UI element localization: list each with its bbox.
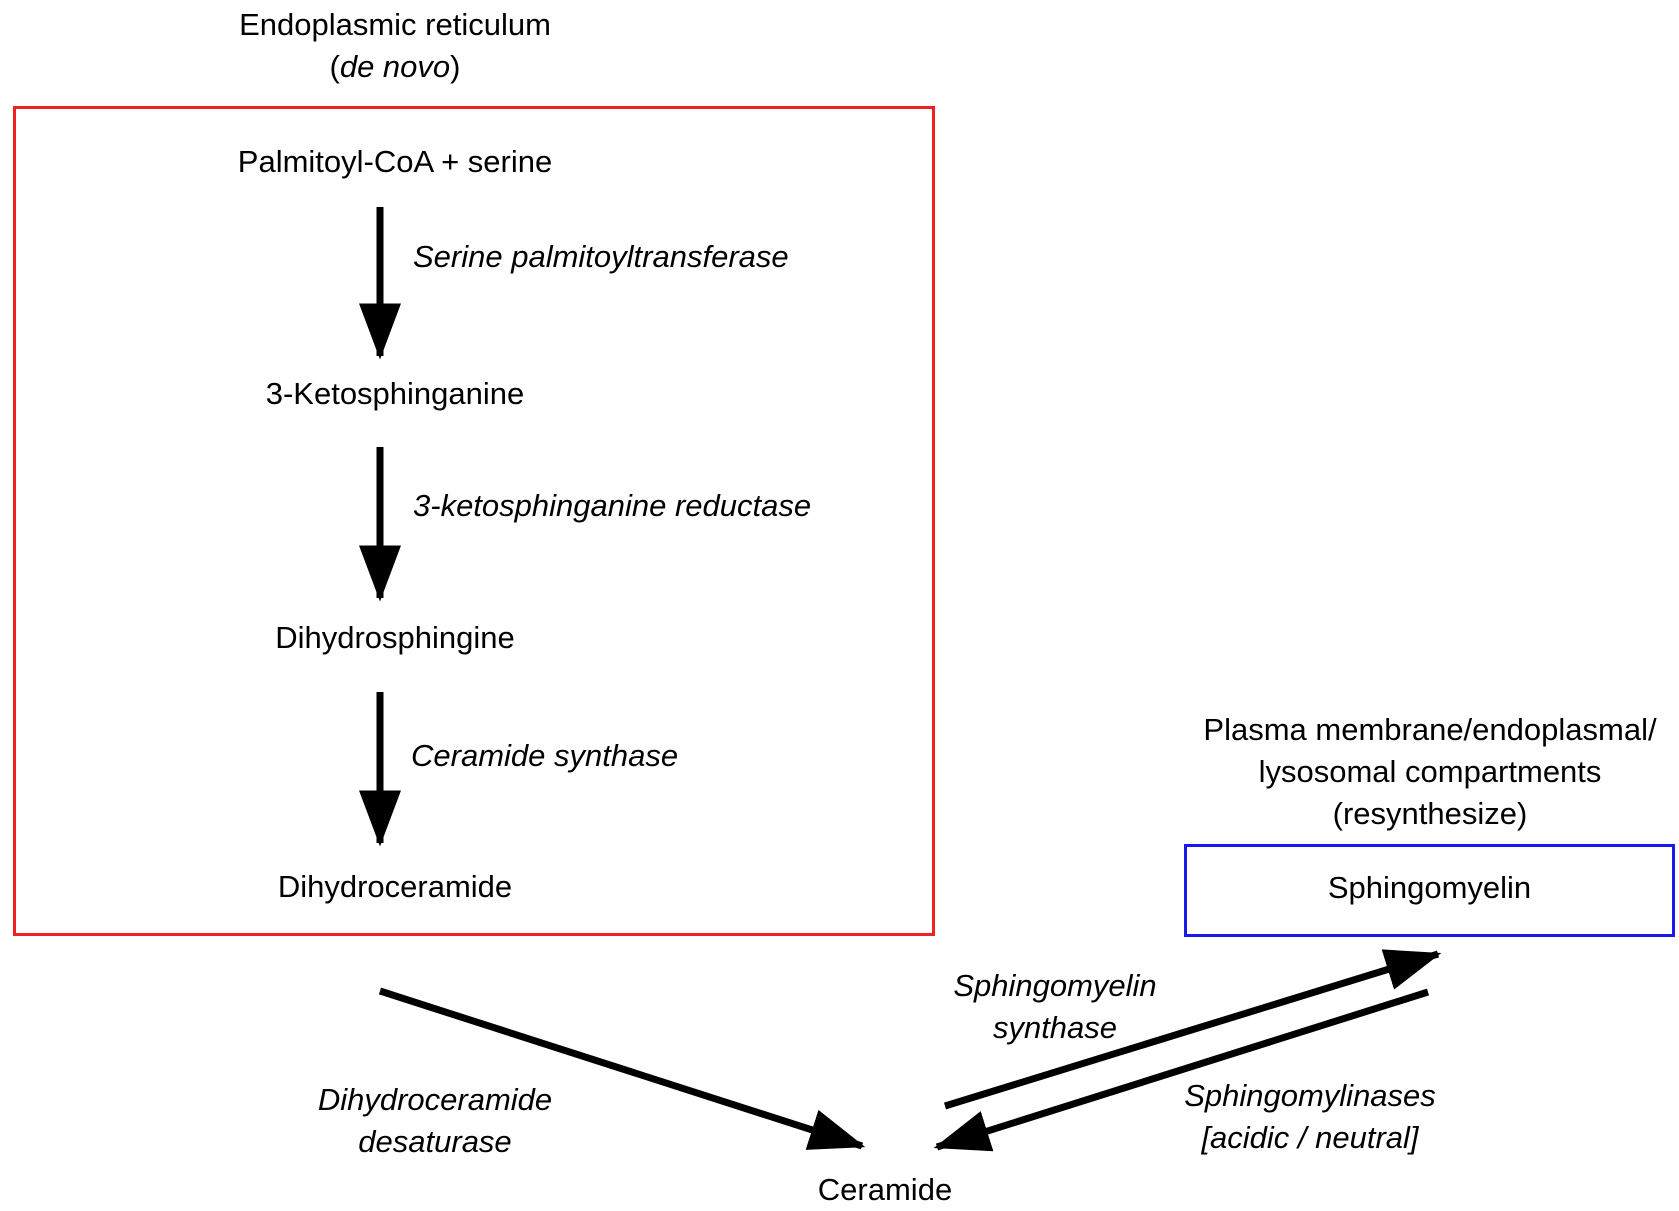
arrow-synthase-icon	[943, 949, 1442, 1110]
er-title: Endoplasmic reticulum (de novo)	[180, 4, 610, 88]
arrow-sphingomylinases-icon	[933, 988, 1430, 1152]
desaturase-line2: desaturase	[358, 1124, 512, 1159]
er-title-line2: (de novo)	[329, 49, 461, 84]
enzyme-3-ketosphinganine-reductase: 3-ketosphinganine reductase	[413, 488, 812, 523]
er-compartment-box	[13, 106, 935, 936]
membrane-title-line3: (resynthesize)	[1332, 796, 1528, 831]
synthase-line1: Sphingomyelin	[953, 968, 1157, 1003]
metabolite-dihydroceramide: Dihydroceramide	[277, 869, 513, 904]
metabolite-sphingomyelin: Sphingomyelin	[1327, 870, 1532, 905]
metabolite-3-ketosphinganine: 3-Ketosphinganine	[265, 376, 525, 411]
er-title-line1: Endoplasmic reticulum	[239, 7, 551, 42]
enzyme-sphingomylinases: Sphingomylinases [acidic / neutral]	[1160, 1075, 1460, 1159]
metabolite-ceramide: Ceramide	[817, 1172, 953, 1207]
enzyme-dihydroceramide-desaturase: Dihydroceramide desaturase	[280, 1079, 590, 1163]
metabolite-palmitoyl-coa-serine: Palmitoyl-CoA + serine	[237, 144, 553, 179]
sphingomyelin-box	[1184, 844, 1675, 937]
enzyme-sphingomyelin-synthase: Sphingomyelin synthase	[920, 965, 1190, 1049]
sphingomylinases-line2: [acidic / neutral]	[1201, 1120, 1419, 1155]
arrow-desaturase-icon	[378, 987, 866, 1150]
enzyme-serine-palmitoyltransferase: Serine palmitoyltransferase	[413, 239, 789, 274]
desaturase-line1: Dihydroceramide	[317, 1082, 553, 1117]
membrane-title-line2: lysosomal compartments	[1258, 754, 1602, 789]
membrane-title: Plasma membrane/endoplasmal/ lysosomal c…	[1160, 709, 1679, 835]
er-title-de-novo: de novo	[339, 49, 451, 84]
enzyme-ceramide-synthase: Ceramide synthase	[411, 738, 679, 773]
metabolite-dihydrosphingine: Dihydrosphingine	[275, 620, 515, 655]
membrane-title-line1: Plasma membrane/endoplasmal/	[1203, 712, 1657, 747]
synthase-line2: synthase	[992, 1010, 1118, 1045]
sphingomylinases-line1: Sphingomylinases	[1184, 1078, 1436, 1113]
